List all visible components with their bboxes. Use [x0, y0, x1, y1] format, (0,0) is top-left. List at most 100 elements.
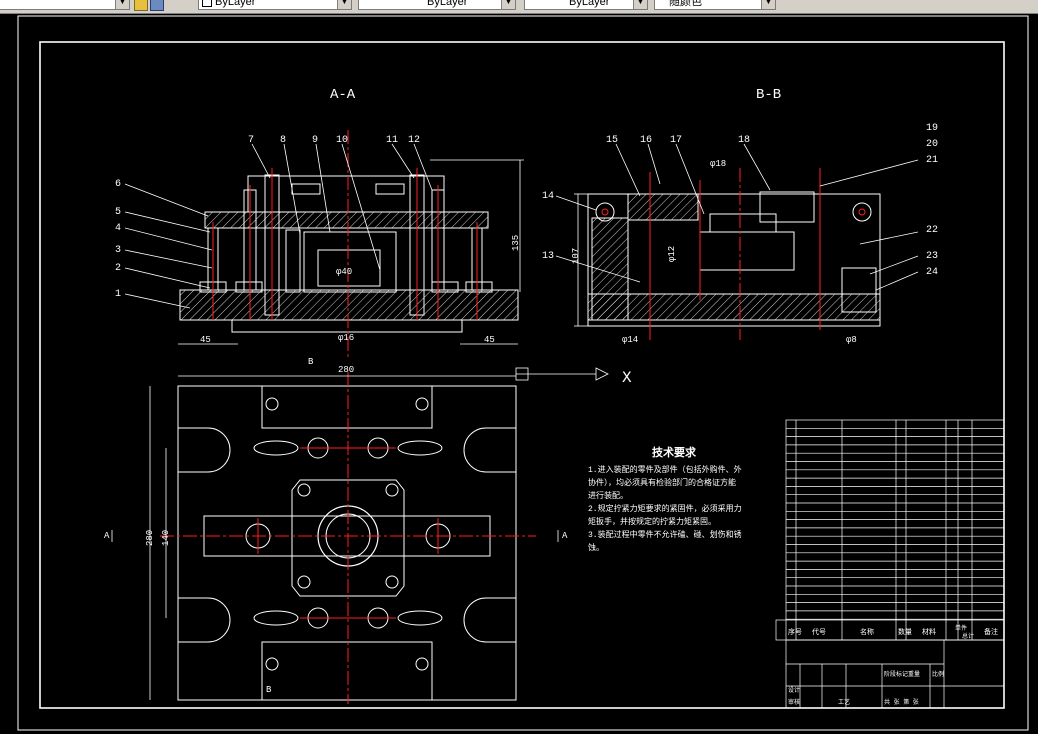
aa-callout-5: 5	[115, 207, 121, 218]
linetype-combo-value: ByLayer	[427, 0, 468, 8]
plan-outline	[177, 385, 517, 701]
plan-dim-width: 280	[338, 365, 354, 375]
lineweight-combo-value: ByLayer	[569, 0, 610, 8]
title-stage: 阶段标记	[884, 670, 908, 678]
lineweight-combo[interactable]: ByLayer ▼	[524, 0, 648, 10]
bb-callout-20: 20	[926, 139, 938, 150]
aa-callout-6: 6	[115, 179, 121, 190]
sheet-outer-border	[17, 15, 1029, 731]
chevron-down-icon[interactable]: ▼	[115, 0, 129, 9]
tech-req-line-6: 3.装配过程中零件不允许磕、碰、划伤和锈	[588, 529, 742, 540]
layer-state-icon[interactable]	[134, 0, 148, 11]
aa-callout-9: 9	[312, 135, 318, 146]
sheet-inner-border	[39, 41, 1005, 709]
aa-callout-2: 2	[115, 263, 121, 274]
plotstyle-combo[interactable]: 随颜色 ▼	[654, 0, 776, 10]
section-mark-a-left: A	[104, 531, 110, 541]
chevron-down-icon[interactable]: ▼	[337, 0, 351, 9]
title-weight: 重量	[908, 670, 920, 678]
bom-header-no: 序号	[788, 627, 802, 637]
tech-req-title: 技术要求	[652, 445, 697, 460]
aa-dim-phi2: φ40	[336, 267, 352, 277]
section-bb-view: B-B 107 φ18 φ12 φ14 φ8	[542, 87, 938, 345]
axis-label-x: X	[622, 369, 632, 387]
bb-dim-phi-mid: φ12	[667, 246, 677, 262]
aa-callout-12: 12	[408, 135, 420, 146]
chevron-down-icon[interactable]: ▼	[633, 0, 647, 9]
bom-header-remark: 备注	[984, 627, 998, 637]
properties-toolbar: ▼ ByLayer ▼ ByLayer ▼ ByLayer ▼ 随颜色 ▼	[0, 0, 1038, 14]
bom-header-material: 材料	[922, 627, 936, 637]
section-mark-a-right: A	[562, 531, 568, 541]
plan-view: 280 280 140 X B B A A	[104, 357, 632, 704]
plan-dim-height: 280	[145, 530, 155, 546]
bom-table	[775, 419, 1005, 641]
section-aa-title: A-A	[330, 87, 356, 103]
bb-dim-phi-top: φ18	[710, 159, 726, 169]
bb-dim-height: 107	[571, 248, 581, 264]
plotstyle-combo-value: 随颜色	[669, 0, 702, 8]
tech-req-line-2: 协件），均必须具有检验部门的合格证方能	[588, 477, 736, 488]
bom-header-total: 总计	[962, 632, 974, 640]
chevron-down-icon[interactable]: ▼	[761, 0, 775, 9]
tech-req-line-4: 2.规定拧紧力矩要求的紧固件，必须采用力	[588, 503, 742, 514]
layer-previous-icon[interactable]	[150, 0, 164, 11]
aa-callout-11: 11	[386, 135, 398, 146]
model-space-canvas[interactable]: A-A	[0, 14, 1038, 734]
aa-callout-8: 8	[280, 135, 286, 146]
bb-callout-15: 15	[606, 135, 618, 146]
tech-req-line-7: 蚀。	[588, 542, 604, 553]
bom-header-qty: 数量	[898, 627, 912, 637]
linetype-combo[interactable]: ByLayer ▼	[358, 0, 516, 10]
aa-base-plate	[179, 289, 519, 321]
aa-dim-left: 45	[200, 335, 211, 345]
aa-callout-3: 3	[115, 245, 121, 256]
layer-combo[interactable]: ▼	[0, 0, 130, 10]
aa-callout-7: 7	[248, 135, 254, 146]
aa-top-plate	[204, 211, 489, 229]
section-mark-b-top: B	[308, 357, 314, 367]
plan-flange	[291, 479, 405, 597]
tech-req-line-5: 矩扳手，并按规定的拧紧力矩紧固。	[588, 516, 716, 527]
bb-dim-phi-bot: φ14	[622, 335, 638, 345]
bb-callout-23: 23	[926, 251, 938, 262]
bb-dim-right: φ8	[846, 335, 857, 345]
color-combo[interactable]: ByLayer ▼	[198, 0, 352, 10]
bom-header-name: 名称	[860, 627, 874, 637]
bb-callout-13: 13	[542, 251, 554, 262]
aa-dim-height: 135	[511, 235, 521, 251]
bb-callout-16: 16	[640, 135, 652, 146]
section-aa-view: A-A	[115, 87, 524, 360]
bb-eye-right	[852, 202, 872, 222]
bb-callout-17: 17	[670, 135, 682, 146]
bb-callout-14: 14	[542, 191, 554, 202]
bb-eye-left	[595, 202, 615, 222]
color-combo-value: ByLayer	[215, 0, 256, 8]
bom-header-code: 代号	[812, 627, 826, 637]
title-review: 审核	[788, 698, 800, 706]
bb-body	[587, 193, 881, 327]
title-scale: 比例	[932, 670, 944, 678]
bom-header-unit: 单件	[955, 624, 967, 632]
aa-callout-1: 1	[115, 289, 121, 300]
bb-callout-18: 18	[738, 135, 750, 146]
title-designer: 设计	[788, 686, 800, 694]
section-mark-b-bottom: B	[266, 685, 272, 695]
bom-header: 序号 代号 名称 数量 材料 单件 总计 备注	[788, 624, 998, 640]
plan-dim-inner: 140	[161, 530, 171, 546]
bb-callout-22: 22	[926, 225, 938, 236]
layer-tool-icons[interactable]	[134, 0, 192, 11]
title-sheet: 共 张 第 张	[884, 698, 919, 706]
aa-dim-right: 45	[484, 335, 495, 345]
tech-req-line-1: 1.进入装配的零件及部件（包括外购件、外	[588, 464, 742, 475]
aa-dim-phi: φ16	[338, 333, 354, 343]
chevron-down-icon[interactable]: ▼	[501, 0, 515, 9]
aa-callout-4: 4	[115, 223, 121, 234]
bb-callout-21: 21	[926, 155, 938, 166]
color-swatch-icon	[202, 0, 212, 7]
section-bb-title: B-B	[756, 87, 781, 103]
title-process: 工艺	[838, 698, 850, 706]
technical-requirements: 技术要求 1.进入装配的零件及部件（包括外购件、外 协件），均必须具有检验部门的…	[588, 445, 742, 553]
tech-req-line-3: 进行装配。	[588, 490, 628, 501]
aa-callout-10: 10	[336, 135, 348, 146]
